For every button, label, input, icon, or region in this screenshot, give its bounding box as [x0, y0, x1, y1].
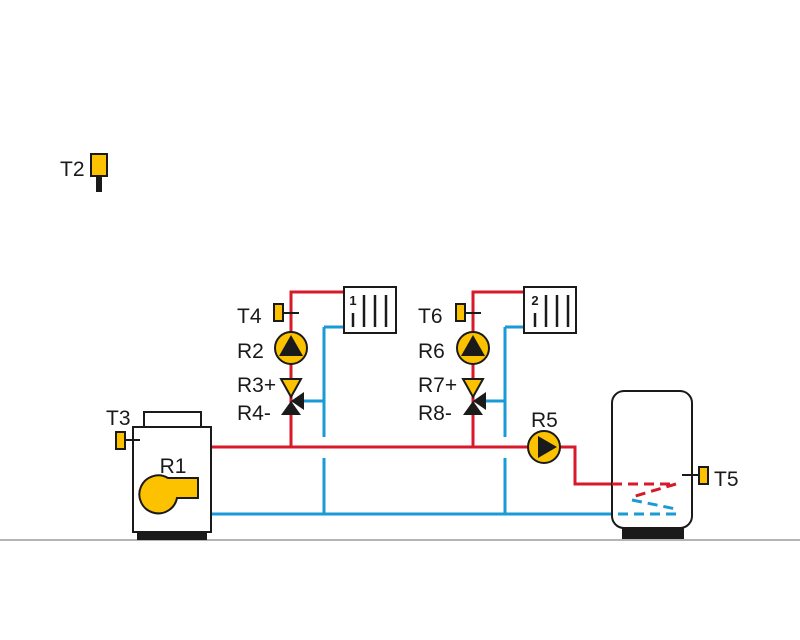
label-r3: R3+ [237, 374, 276, 397]
mixer-2-close-icon [463, 401, 483, 415]
sensor-t6-icon [455, 303, 466, 322]
sensor-t3-icon [115, 431, 126, 450]
return-pipes [212, 325, 612, 516]
tank-coil [612, 482, 677, 516]
sensor-t3: T3 [106, 407, 140, 450]
boiler-base [137, 532, 207, 540]
label-r2: R2 [237, 340, 264, 363]
sensor-t2-icon [90, 153, 108, 177]
boiler-flue [143, 411, 202, 428]
label-r1: R1 [160, 455, 187, 478]
label-r5: R5 [531, 409, 558, 432]
storage-tank: T5 [611, 390, 739, 539]
pump-r5: R5 [527, 409, 561, 464]
label-t5: T5 [714, 468, 739, 491]
label-t3: T3 [106, 407, 131, 430]
burner-fan-icon [138, 474, 199, 515]
label-r8: R8- [418, 402, 452, 425]
mixing-valve-1: R3+ R4- [237, 374, 304, 425]
pump-r6-icon [461, 335, 485, 356]
heating-circuit-1: 1 T4 R2 R3+ R4- [237, 286, 397, 425]
sensor-t4: T4 [237, 303, 299, 328]
label-r6: R6 [418, 340, 445, 363]
mixing-valve-2: R7+ R8- [418, 374, 486, 425]
pump-r2: R2 [237, 331, 308, 365]
radiator-1-number: 1 [349, 293, 356, 308]
boiler-r1: R1 [132, 411, 212, 540]
mixer-1-open-icon [279, 378, 303, 400]
sensor-t2: T2 [60, 153, 108, 192]
pump-r6: R6 [418, 331, 490, 365]
radiator-2-number: 2 [531, 293, 538, 308]
label-t4: T4 [237, 305, 262, 328]
pump-r2-icon [279, 335, 303, 356]
label-t6: T6 [418, 305, 443, 328]
sensor-t5-icon [698, 466, 709, 485]
mixer-2-side-icon [473, 392, 486, 410]
radiator-1: 1 [343, 286, 397, 334]
tank-base [622, 528, 684, 539]
pump-r5-icon [538, 436, 557, 458]
sensor-t2-mount [96, 177, 102, 192]
sensor-t4-icon [273, 303, 284, 322]
label-r4: R4- [237, 402, 271, 425]
sensor-t6: T6 [418, 303, 481, 328]
mixer-1-close-icon [281, 401, 301, 415]
tank-body [611, 390, 693, 529]
mixer-2-open-icon [461, 378, 485, 400]
label-t2: T2 [60, 158, 85, 181]
heating-circuit-2: 2 T6 R6 R7+ R8- [418, 286, 577, 425]
radiator-2: 2 [523, 286, 577, 334]
mixer-1-side-icon [291, 392, 304, 410]
label-r7: R7+ [418, 374, 457, 397]
sensor-t5: T5 [682, 466, 739, 491]
